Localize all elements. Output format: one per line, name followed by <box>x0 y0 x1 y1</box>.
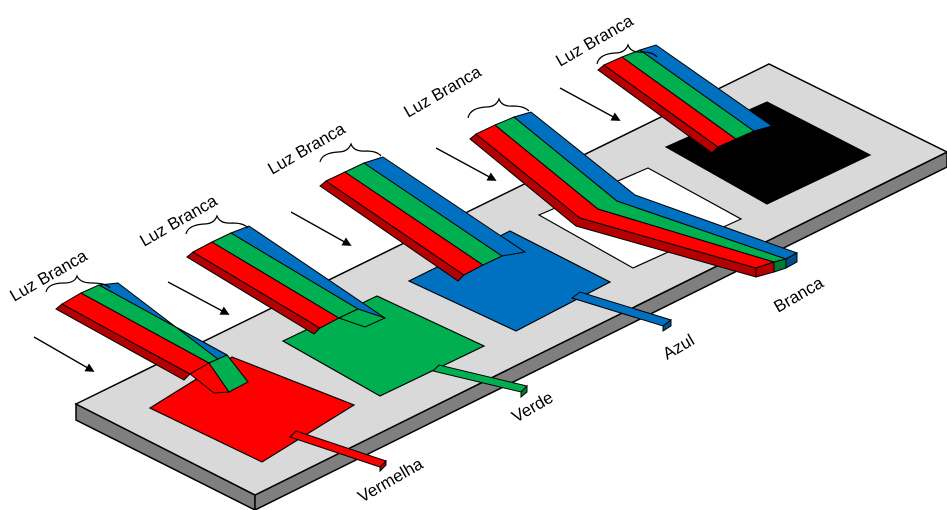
green-outgoing-bar <box>432 364 528 399</box>
arrow-3 <box>290 211 352 246</box>
arrow-5 <box>559 87 621 121</box>
incident-beam-5 <box>597 44 774 154</box>
label-luz-branca-3: Luz Branca <box>265 119 349 179</box>
brace-1 <box>45 274 111 293</box>
incident-beam-2 <box>186 225 387 335</box>
incident-beam-4 <box>469 111 799 278</box>
label-verde: Verde <box>509 388 557 427</box>
label-branca: Branca <box>771 273 828 317</box>
arrow-2 <box>167 281 230 315</box>
label-azul: Azul <box>660 330 698 363</box>
brace-3 <box>319 142 382 163</box>
arrow-4 <box>435 147 497 181</box>
incident-beam-1 <box>55 282 249 394</box>
blue-outgoing-bar <box>570 291 673 332</box>
label-luz-branca-4: Luz Branca <box>401 62 485 122</box>
brace-4 <box>467 97 530 119</box>
arrow-1 <box>33 336 95 372</box>
brace-2 <box>185 214 249 235</box>
incident-beam-3 <box>319 156 527 282</box>
label-luz-branca-2: Luz Branca <box>137 191 221 251</box>
red-outgoing-bar <box>289 430 387 473</box>
brace-5 <box>596 43 658 65</box>
